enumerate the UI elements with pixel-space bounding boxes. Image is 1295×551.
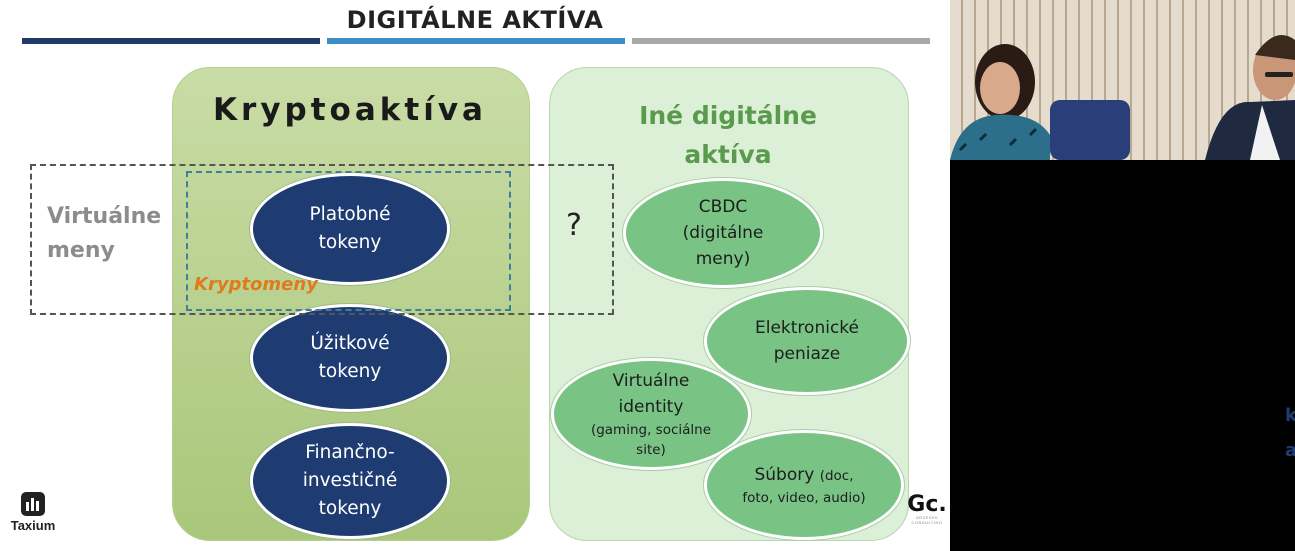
virtual-currencies-dashed-box [30,164,614,315]
virtual-currencies-label: Virtuálne meny [47,204,162,263]
slide-title: DIGITÁLNE AKTÍVA [346,6,604,34]
cryptocurrencies-dashed-box [186,171,511,311]
other-digital-assets-title: Iné digitálne aktíva [639,101,817,169]
cryptocurrencies-label: Kryptomeny [194,274,318,295]
crypto-assets-title: Kryptoaktíva [213,92,487,128]
title-bar-blue [327,38,625,44]
title-bar-gray [632,38,930,44]
files-oval: Súbory (doc, foto, video, audio) [704,430,904,540]
partial-text-fragment: k [1285,405,1295,426]
gc-logo: Gc. GRZESEK CONSULTING [907,492,947,525]
title-bar-dark-blue [22,38,320,44]
question-mark: ? [566,208,582,243]
taxium-logo-text: Taxium [10,518,56,533]
virtual-identities-oval: Virtuálne identity (gaming, sociálne sit… [551,358,751,470]
presentation-slide: DIGITÁLNE AKTÍVA Kryptoaktíva Iné digitá… [0,0,950,551]
taxium-bars-icon [21,492,45,516]
taxium-logo: Taxium [8,492,58,533]
speaker-video-feed [950,0,1295,160]
partial-text-fragment: a [1285,440,1295,461]
speakers-image [950,35,1295,160]
